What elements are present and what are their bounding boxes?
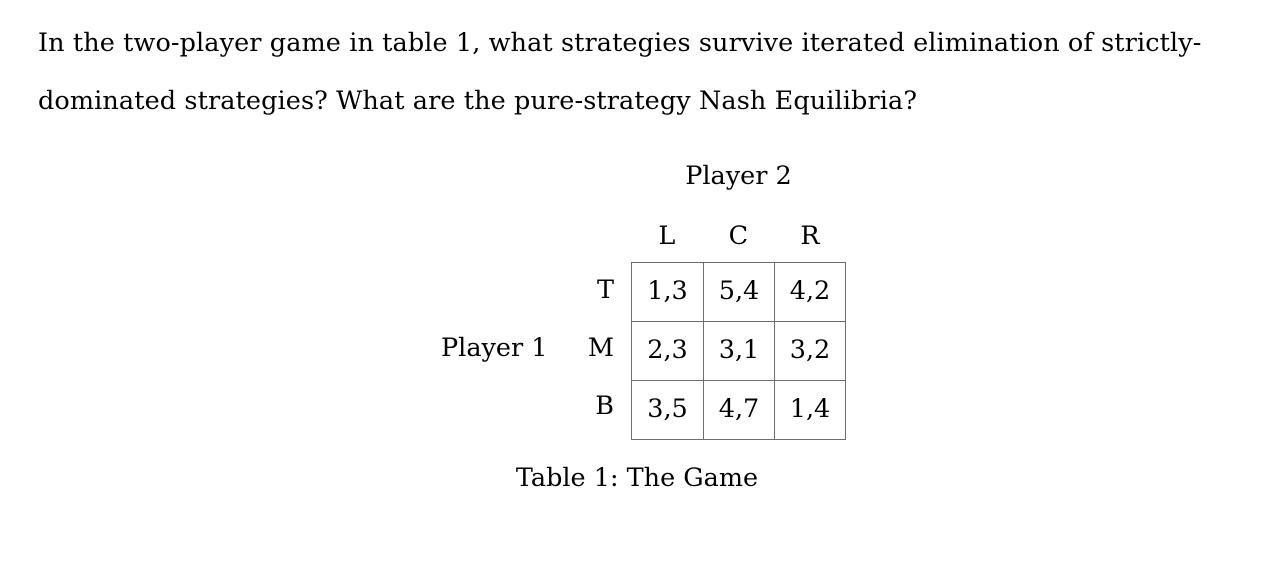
payoff-matrix: 1,3 5,4 4,2 2,3 3,1 3,2 3,5 4,7 1,4 (631, 262, 846, 440)
row-header-t: T (596, 275, 614, 306)
column-header-r: R (800, 221, 820, 251)
column-header-row: L C R (631, 219, 846, 253)
row-header-column: T M B (560, 262, 614, 436)
payoff-cell-t-c: 5,4 (703, 263, 774, 321)
row-header-m: M (587, 333, 614, 364)
payoff-cell-m-l: 2,3 (647, 335, 688, 366)
question-line-2: dominated strategies? What are the pure-… (38, 86, 918, 116)
question-line-1: In the two-player game in table 1, what … (38, 28, 1202, 58)
payoff-cell-t-l: 1,3 (647, 276, 688, 307)
table-row: 3,5 4,7 1,4 (632, 380, 845, 439)
column-header-c: C (728, 221, 749, 251)
question-paragraph: In the two-player game in table 1, what … (38, 14, 1243, 130)
column-player-label: Player 2 (685, 161, 792, 191)
payoff-cell-b-r: 1,4 (774, 381, 845, 439)
table-caption: Table 1: The Game (515, 463, 759, 493)
payoff-cell-t-r: 4,2 (774, 263, 845, 321)
table-row: 2,3 3,1 3,2 (632, 321, 845, 380)
column-header-l: L (658, 221, 676, 251)
payoff-cell-m-r: 3,2 (774, 322, 845, 380)
payoff-cell-b-l: 3,5 (647, 394, 688, 425)
payoff-cell-b-c: 4,7 (703, 381, 774, 439)
row-header-b: B (595, 391, 614, 422)
payoff-cell-m-c: 3,1 (703, 322, 774, 380)
row-player-label: Player 1 (441, 333, 548, 364)
table-row: 1,3 5,4 4,2 (632, 263, 845, 321)
